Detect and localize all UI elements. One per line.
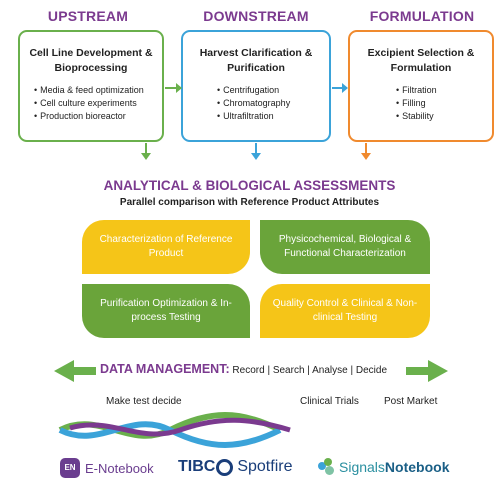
assessments-subtitle: Parallel comparison with Reference Produ…: [119, 197, 380, 208]
timeline-label-clinical-trials: Clinical Trials: [300, 396, 359, 407]
signals-text: Signals: [339, 459, 385, 475]
formulation-box: Excipient Selection & Formulation Filtra…: [348, 30, 494, 142]
down-arrow-icon: [361, 143, 371, 160]
quadrant-label: Physicochemical, Biological & Functional…: [278, 234, 412, 259]
downstream-box-title: Harvest Clarification & Purification: [199, 47, 313, 74]
left-arrow-icon: [54, 360, 96, 382]
quadrant-purification: Purification Optimization & In-process T…: [82, 284, 250, 338]
assessments-title: ANALYTICAL & BIOLOGICAL ASSESSMENTS: [103, 178, 396, 193]
strand-purple: [69, 417, 291, 437]
tibco-o-icon: [216, 458, 234, 476]
downstream-box: Harvest Clarification & Purification Cen…: [181, 30, 331, 142]
braided-timeline: [58, 412, 469, 448]
signals-notebook-logo: Signals Notebook: [318, 458, 449, 476]
timeline-label-post-market: Post Market: [384, 396, 438, 407]
data-management: DATA MANAGEMENT: Record | Search | Analy…: [100, 362, 410, 376]
formulation-title: FORMULATION: [369, 8, 475, 24]
quadrant-quality-control: Quality Control & Clinical & Non-clinica…: [260, 284, 430, 338]
quadrant-label: Purification Optimization & In-process T…: [100, 298, 232, 323]
timeline-marker: [433, 428, 437, 432]
timeline-label-make-test-decide: Make test decide: [106, 396, 182, 407]
list-item: Filtration: [396, 84, 492, 97]
list-item: Ultrafiltration: [217, 110, 329, 123]
action-record: Record: [232, 365, 265, 376]
quadrant-characterization: Physicochemical, Biological & Functional…: [260, 220, 430, 274]
separator: |: [307, 365, 310, 376]
upstream-title: UPSTREAM: [47, 8, 129, 24]
tibco-spotfire-logo: TIBC Spotfire: [178, 458, 292, 476]
separator: |: [350, 365, 354, 376]
list-item: Centrifugation: [217, 84, 329, 97]
timeline-marker: [323, 428, 327, 432]
spotfire-text: Spotfire: [237, 458, 293, 475]
list-item: Media & feed optimization: [34, 84, 162, 97]
tibco-text: TIBC: [178, 458, 216, 475]
formulation-box-title: Excipient Selection & Formulation: [367, 47, 475, 74]
separator: |: [267, 365, 271, 376]
action-analyse: Analyse: [312, 365, 348, 376]
upstream-box-title: Cell Line Development & Bioprocessing: [29, 47, 153, 74]
list-item: Production bioreactor: [34, 110, 162, 123]
timeline-marker: [398, 428, 402, 432]
signals-cluster-icon: [318, 458, 336, 476]
right-arrow-icon: [332, 83, 348, 93]
quadrant-label: Quality Control & Clinical & Non-clinica…: [272, 298, 418, 323]
enotebook-logo: EN E-Notebook: [60, 458, 154, 478]
quadrant-label: Characterization of Reference Product: [99, 234, 233, 259]
list-item: Filling: [396, 97, 492, 110]
downstream-title: DOWNSTREAM: [203, 8, 309, 24]
strand-blue: [58, 421, 282, 448]
notebook-text: Notebook: [384, 459, 450, 475]
list-item: Cell culture experiments: [34, 97, 162, 110]
data-management-label: DATA MANAGEMENT:: [100, 362, 230, 376]
data-management-arrow: [54, 360, 448, 382]
action-decide: Decide: [355, 365, 388, 376]
flow-arrows: [141, 83, 371, 160]
quadrant-reference-product: Characterization of Reference Product: [82, 220, 250, 274]
list-item: Chromatography: [217, 97, 329, 110]
list-item: Stability: [396, 110, 492, 123]
right-arrow-icon: [165, 83, 182, 93]
down-arrow-icon: [141, 143, 151, 160]
upstream-box: Cell Line Development & Bioprocessing Me…: [18, 30, 164, 142]
action-search: Search: [272, 365, 305, 376]
right-arrow-icon: [406, 360, 448, 382]
down-arrow-icon: [251, 143, 261, 160]
enotebook-badge-icon: EN: [60, 458, 80, 478]
enotebook-text: E-Notebook: [85, 460, 154, 476]
timeline-marker: [363, 428, 367, 432]
